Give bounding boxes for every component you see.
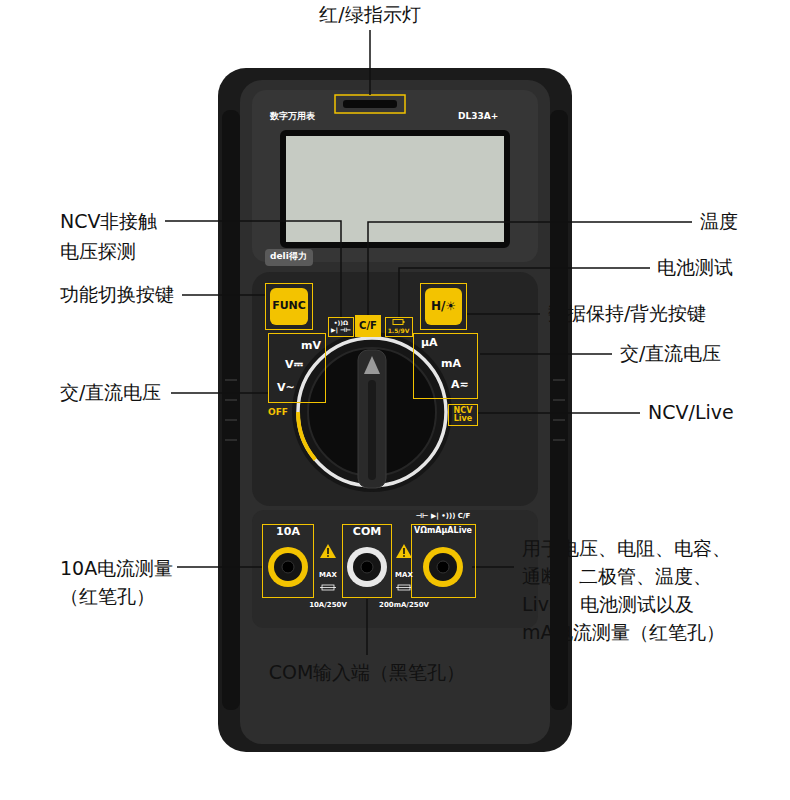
jack-symbols: ⊣⊢ ▶| •))) C/F — [403, 512, 483, 521]
leader-line — [165, 221, 341, 317]
rating-text: MAX — [313, 571, 343, 580]
func-button: FUNC — [265, 283, 313, 330]
jack-10a-box: 10A — [262, 524, 314, 598]
top-panel — [252, 90, 538, 262]
model-number: DL33A+ — [458, 111, 498, 123]
front-face — [240, 80, 550, 744]
callout-label: 10A电流测量 （红笔孔） — [60, 554, 200, 610]
leader-line — [467, 313, 540, 315]
jack-com — [347, 547, 387, 587]
jack-10a — [268, 547, 308, 587]
range-label: VΩmAμALive — [414, 526, 472, 535]
lcd-screen — [283, 133, 507, 245]
ncv-live-range: NCV Live — [448, 404, 478, 426]
jack-com-hole — [361, 561, 373, 573]
side-grip — [550, 110, 568, 710]
leader-line — [369, 30, 371, 95]
callout-label: 数据保持/背光按键 — [548, 301, 706, 326]
range-label: ▶| ⊣⊢ — [331, 327, 351, 334]
jack-10a-hole — [282, 561, 294, 573]
brand-logo: deli得力 — [270, 251, 307, 263]
leader-line — [177, 566, 262, 568]
battery-test-range: 1.5/9V — [385, 317, 413, 337]
rating-text: MAX — [389, 571, 419, 580]
indicator-highlight — [335, 95, 405, 113]
battery-icon — [393, 320, 403, 325]
callout-label: 用于电压、电阻、电容、 通断、二极管、温度、 Live、电池测试以及 mA电流测… — [522, 534, 747, 646]
range-label: mA — [441, 358, 461, 371]
voltage-range-group: mV V⎓ V~ — [268, 333, 326, 403]
warning-mark — [327, 548, 329, 554]
leader-line — [171, 392, 268, 394]
current-range-group: μAmA A≂ — [413, 333, 478, 399]
func-button-cap — [270, 288, 308, 325]
range-label: H/☀ — [431, 300, 456, 314]
dial-panel — [252, 272, 538, 506]
range-label: •))Ω — [334, 320, 348, 327]
jack-v — [423, 547, 463, 587]
range-label: μA — [421, 337, 438, 350]
jack-com-box: COM — [342, 524, 392, 598]
dial-pointer — [358, 350, 386, 488]
side-grip — [222, 110, 240, 710]
callout-label: 交/直流电压 — [60, 380, 161, 405]
hold-button-cap — [425, 288, 462, 325]
leader-line — [478, 412, 640, 414]
callout-label: 红/绿指示灯 — [290, 2, 450, 27]
warning-mark — [403, 555, 405, 557]
dial-ring — [298, 338, 446, 486]
jack-panel — [252, 510, 538, 628]
jack-v-box: VΩmAμALive — [411, 524, 476, 598]
leader-line — [472, 566, 514, 568]
range-label: COM — [353, 526, 381, 539]
continuity-diode-range: •))Ω▶| ⊣⊢ — [328, 317, 354, 337]
dial-bezel — [292, 332, 452, 492]
temperature-range: C/F — [355, 315, 381, 337]
callout-label: 温度 — [700, 209, 738, 234]
range-label: FUNC — [272, 300, 306, 313]
callout-label: 功能切换按键 — [60, 282, 174, 307]
device-name: 数字万用表 — [270, 111, 315, 123]
warning-triangle — [320, 544, 336, 558]
fuse-symbol — [320, 587, 336, 588]
leader-line — [480, 353, 612, 355]
leader-lines — [165, 30, 692, 655]
leader-line — [182, 294, 265, 296]
pointer-tip — [364, 356, 380, 374]
jack-v-inner — [429, 553, 457, 581]
rating-text: 200mA/250V — [374, 601, 434, 610]
callout-label: COM输入端（黑笔孔） — [237, 660, 497, 685]
range-label: mV — [301, 340, 321, 353]
callout-label: 交/直流电压 — [620, 341, 721, 366]
range-label: 1.5/9V — [388, 328, 410, 335]
leader-line — [366, 599, 368, 655]
off-position: OFF — [268, 407, 288, 419]
pointer-groove — [368, 380, 376, 480]
warning-mark — [403, 548, 405, 554]
range-label: 10A — [276, 526, 300, 539]
hold-backlight-button: H/☀ — [420, 283, 467, 330]
range-label: V⎓ — [285, 359, 303, 372]
callout-label: NCV/Live — [648, 400, 734, 425]
range-label: V~ — [277, 382, 295, 395]
callout-label: NCV非接触 电压探测 — [60, 206, 190, 266]
brand-badge — [265, 249, 313, 266]
battery-icon-tip — [403, 321, 405, 323]
indicator-light — [343, 100, 397, 108]
jack-v-hole — [437, 561, 449, 573]
range-label: C/F — [359, 320, 377, 332]
range-label: NCV Live — [449, 407, 477, 423]
jack-com-inner — [353, 553, 381, 581]
callout-label: 电池测试 — [657, 255, 733, 280]
rating-text: 10A/250V — [303, 601, 353, 610]
housing — [218, 68, 572, 752]
range-label: A≂ — [451, 379, 469, 392]
jack-10a-inner — [274, 553, 302, 581]
warning-mark — [327, 555, 329, 557]
